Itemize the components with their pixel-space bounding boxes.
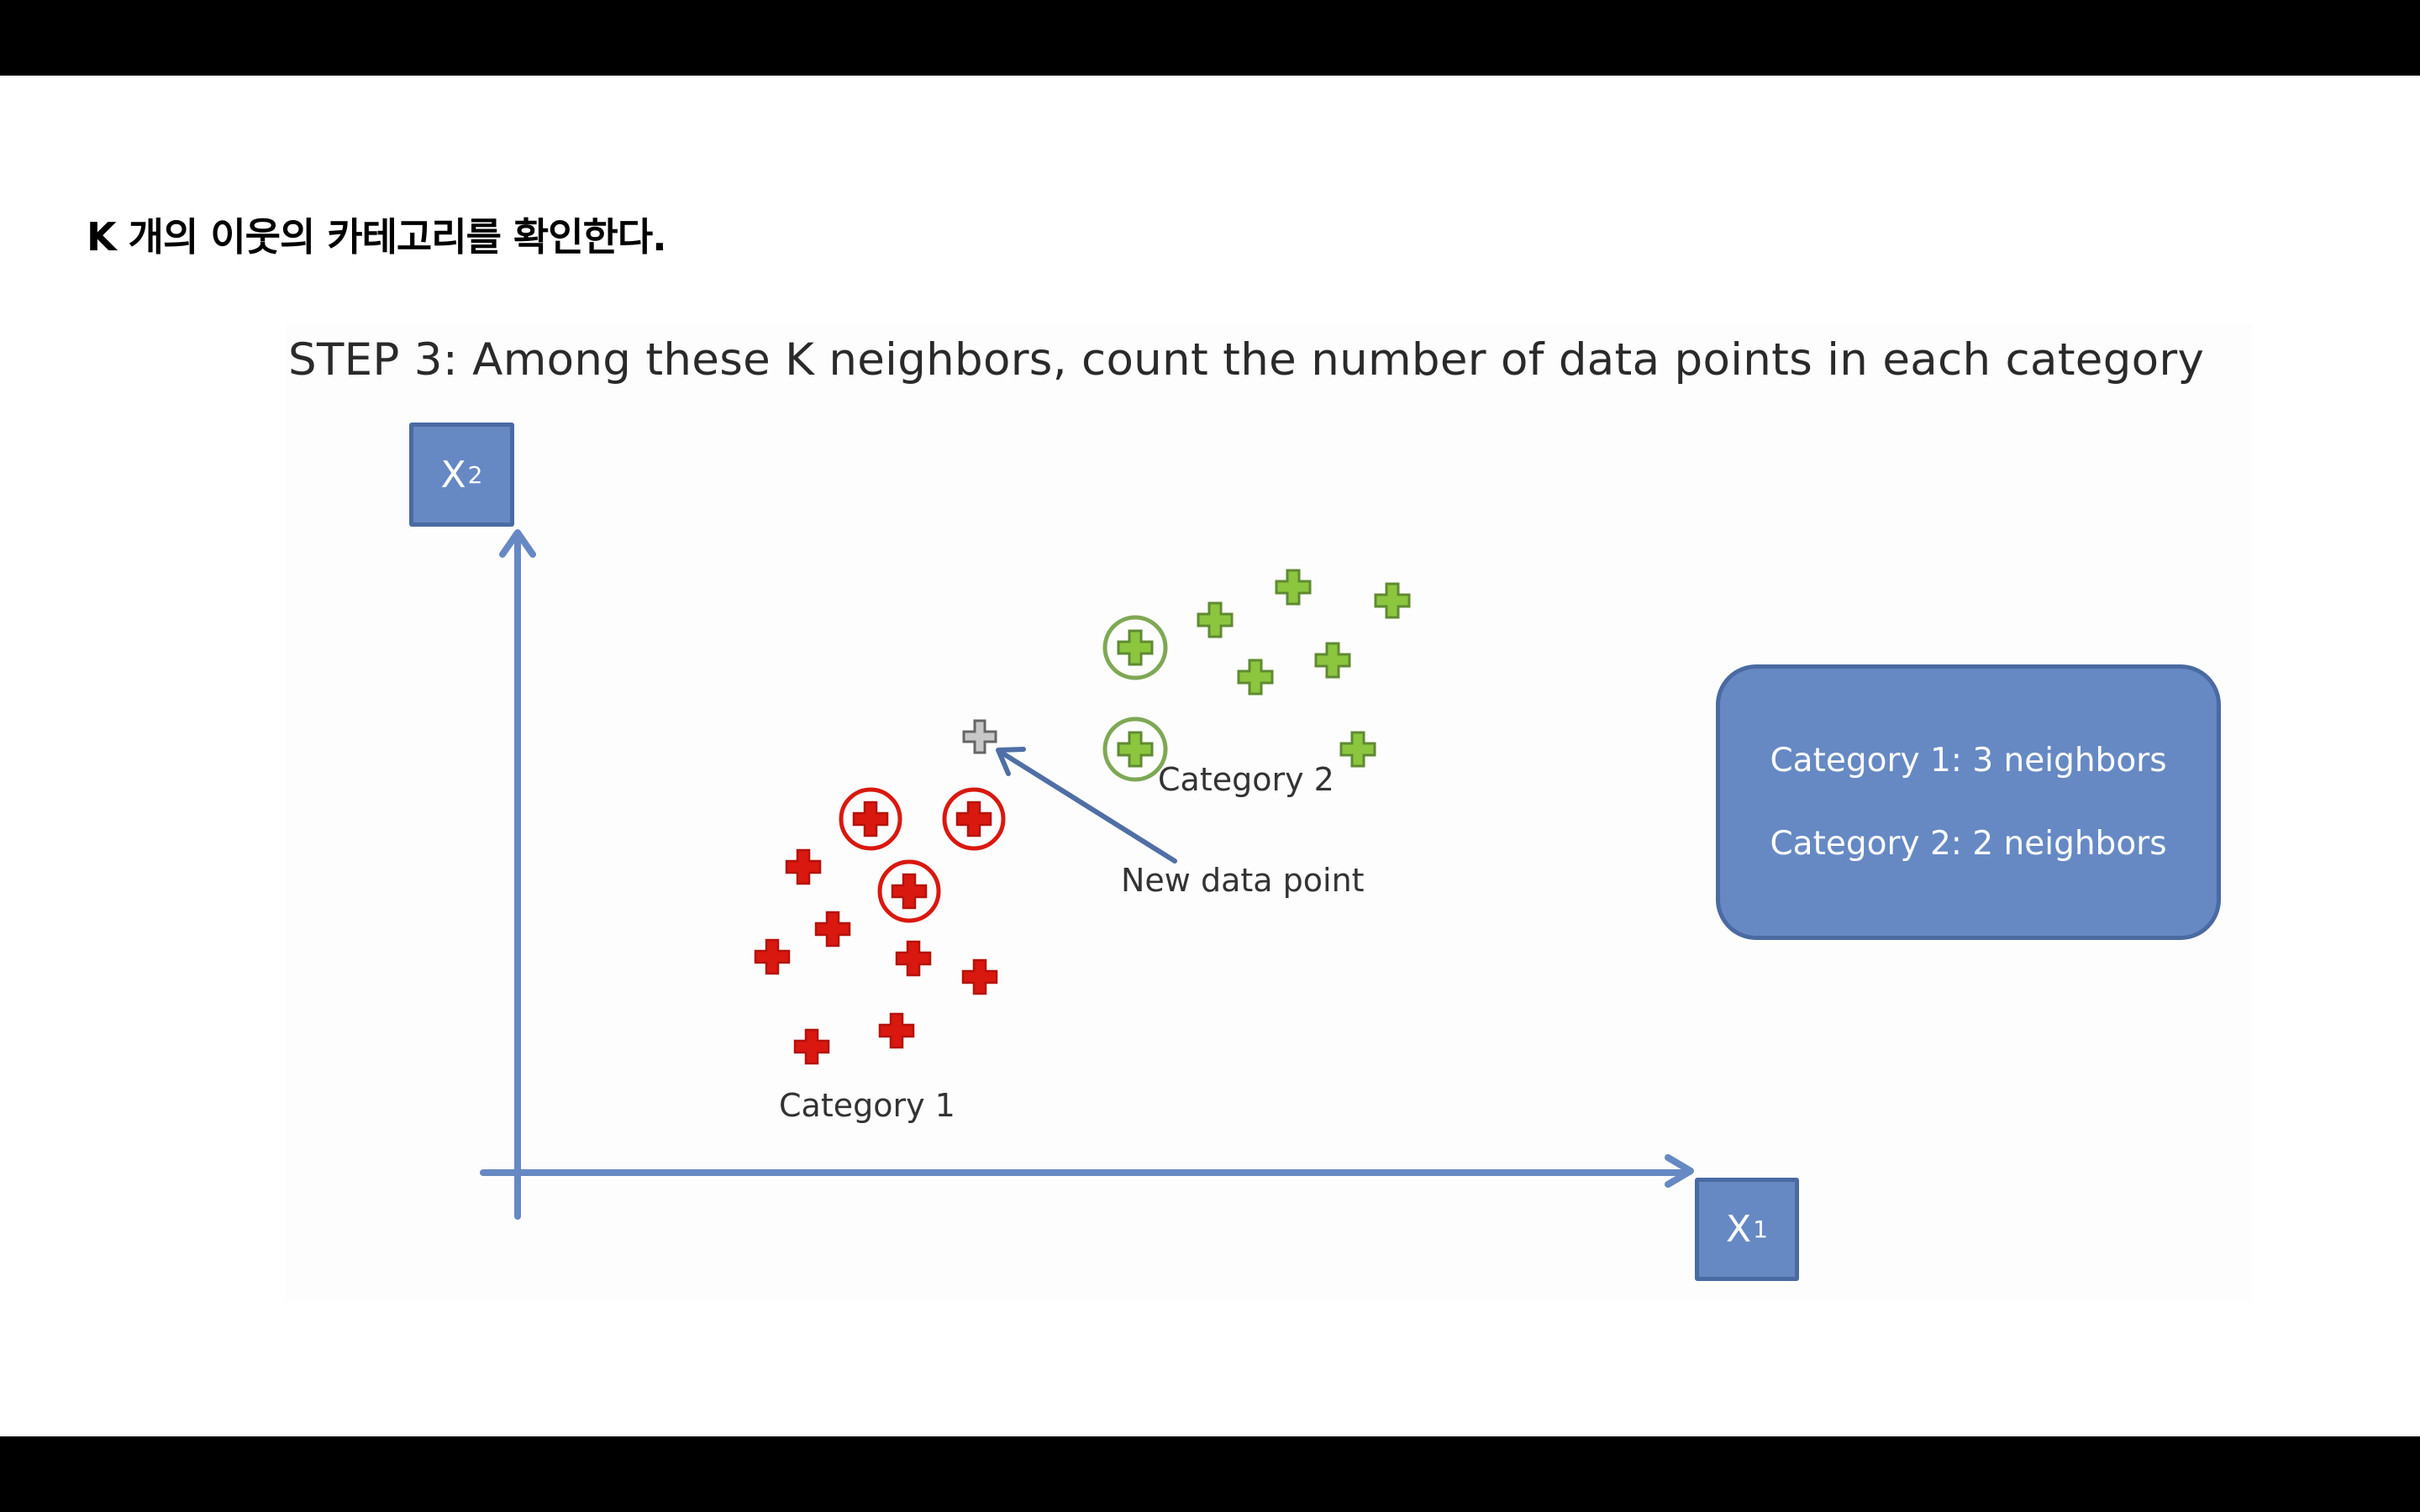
neighbor-count-box: Category 1: 3 neighbors Category 2: 2 ne… (1716, 664, 2221, 940)
category-1-label: Category 1 (779, 1087, 955, 1124)
category-2-count: Category 2: 2 neighbors (1770, 825, 2167, 863)
page-heading: K 개의 이웃의 카테고리를 확인한다. (87, 214, 667, 260)
category-1-count: Category 1: 3 neighbors (1770, 742, 2167, 780)
new-data-point-label: New data point (1121, 862, 1365, 899)
new-point-arrow (996, 747, 1177, 864)
y-axis (499, 529, 536, 1220)
letterbox-bottom (0, 1436, 2420, 1512)
x-axis (480, 1154, 1694, 1188)
x-axis-label: X (1726, 1208, 1752, 1251)
step-title: STEP 3: Among these K neighbors, count t… (288, 334, 2205, 386)
neighbor-ring (839, 787, 902, 851)
neighbor-ring (1102, 615, 1168, 680)
y-axis-subscript: 2 (467, 460, 483, 489)
letterbox-top (0, 0, 2420, 76)
category-2-points (1102, 569, 1411, 782)
neighbor-ring (942, 787, 1006, 851)
x-axis-subscript: 1 (1753, 1215, 1768, 1243)
y-axis-label: X (440, 453, 466, 496)
neighbor-ring (1102, 717, 1168, 782)
category-1-points (754, 787, 1006, 1065)
category-2-label: Category 2 (1158, 761, 1334, 798)
new-data-point (962, 719, 997, 754)
neighbor-ring (877, 859, 941, 923)
